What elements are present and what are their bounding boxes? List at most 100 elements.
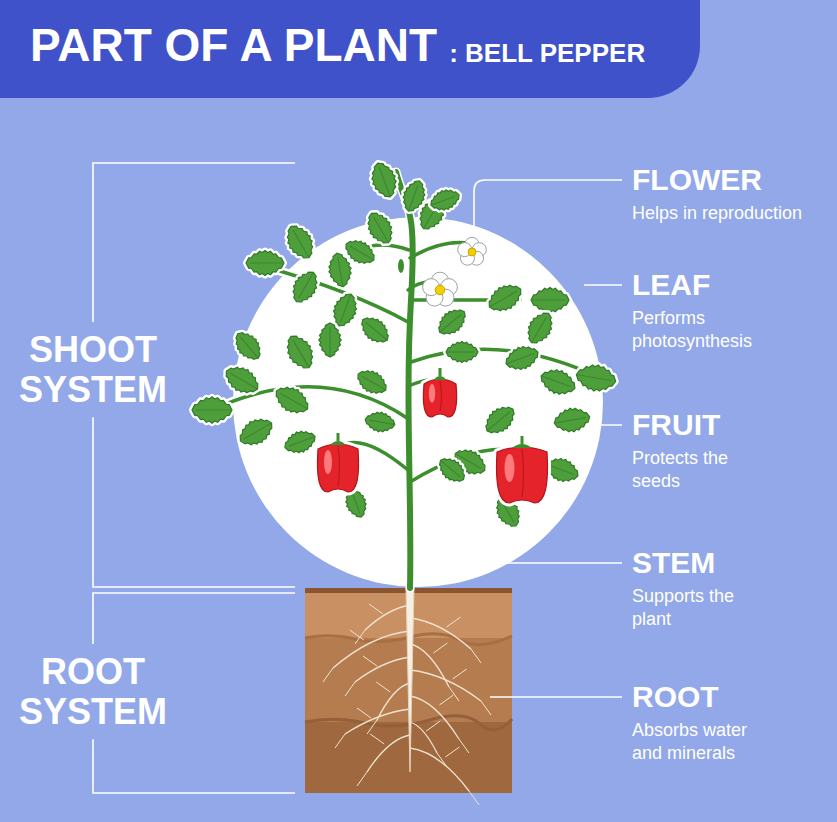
leaf: [220, 361, 263, 400]
leaf-outline: [319, 323, 341, 357]
backdrop-circle: [233, 217, 603, 587]
root-leader: [490, 696, 622, 698]
leaf-outline: [341, 235, 379, 269]
pepper-lobe: [440, 381, 442, 411]
leaf-vein: [293, 230, 309, 258]
leaf-outline: [281, 330, 320, 373]
part-name: STEM: [632, 546, 832, 579]
leaf-blade: [367, 159, 402, 201]
root-hair: [369, 604, 383, 614]
leaf: [399, 177, 430, 214]
leaf-vein: [289, 437, 315, 447]
pepper-shine: [324, 450, 332, 474]
soil-block: [305, 588, 512, 793]
leaf-blade: [192, 397, 232, 423]
leaf: [574, 362, 618, 395]
lateral-root: [367, 735, 410, 772]
root-hair: [439, 695, 453, 705]
leaf-blade: [319, 323, 341, 357]
leaf-outline: [287, 267, 323, 308]
leaf-blade: [281, 220, 320, 263]
flower-centre: [468, 248, 476, 256]
leaf-blade: [246, 250, 284, 275]
root-hair: [459, 739, 469, 753]
leaf-blade: [428, 186, 463, 215]
part-function: Performs photosynthesis: [632, 307, 777, 354]
lateral-root: [410, 670, 481, 701]
root-hair: [481, 701, 491, 715]
leaf-vein: [379, 167, 390, 197]
leaf-vein: [541, 376, 571, 387]
leaf: [522, 308, 558, 349]
leaf-outline: [281, 427, 318, 458]
stem-outline: [410, 243, 472, 258]
root-hair: [453, 669, 467, 679]
root-hair: [367, 720, 377, 734]
leaf: [434, 453, 470, 487]
leaf-outline: [234, 413, 277, 452]
leaf-blade: [446, 341, 478, 362]
leaf-outline: [502, 342, 542, 375]
leaf-vein: [338, 257, 343, 287]
bell-pepper: [423, 368, 456, 417]
leaf-blade: [531, 287, 569, 312]
lateral-root: [410, 748, 469, 791]
leaf: [341, 235, 379, 269]
leaf-outline: [537, 365, 579, 400]
leaf-outline: [367, 159, 402, 201]
leader-lines: [418, 180, 622, 697]
pepper-body: [423, 379, 456, 417]
root-hair: [445, 747, 459, 757]
leaf-vein: [532, 317, 547, 343]
main-stem: [396, 172, 413, 588]
lateral-root: [410, 618, 471, 649]
pepper-outline: [317, 444, 358, 492]
leaf: [281, 220, 320, 263]
part-function: Helps in reproduction: [632, 202, 832, 225]
pepper-shine: [429, 384, 435, 403]
bell-pepper: [317, 433, 358, 492]
leaf-vein: [576, 375, 611, 381]
leaf-blade: [480, 400, 520, 439]
leaf-outline: [220, 361, 263, 400]
root-hair: [363, 656, 377, 666]
root-hair: [447, 617, 461, 627]
leaf: [246, 250, 284, 275]
pepper-body: [317, 444, 358, 492]
soil-mid: [305, 588, 512, 793]
part-name: FLOWER: [632, 163, 832, 196]
lateral-root: [355, 657, 410, 682]
lateral-root: [345, 709, 410, 734]
root-hair: [426, 721, 440, 731]
root-hair: [357, 772, 367, 786]
leaf-blade: [353, 365, 391, 399]
leaf-vein: [446, 351, 474, 352]
leaf-blade: [433, 304, 471, 341]
leaf-vein: [554, 418, 586, 424]
leaf-vein: [487, 412, 510, 431]
pepper-cap: [512, 444, 532, 448]
pepper-flower: [423, 272, 458, 306]
stem-outline: [396, 172, 413, 588]
lateral-root: [365, 605, 410, 630]
leaf-vein: [196, 409, 232, 410]
leaf: [483, 279, 526, 318]
leaf-vein: [531, 299, 565, 300]
lateral-root: [410, 644, 449, 687]
pepper-cap: [330, 441, 346, 445]
part-function: Protects the seeds: [632, 447, 762, 494]
title-suffix: : BELL PEPPER: [449, 39, 645, 68]
part-name: LEAF: [632, 268, 832, 301]
leaf-outline: [353, 365, 391, 399]
lateral-root: [333, 631, 410, 668]
leaf-blade: [281, 330, 320, 373]
root-hair: [449, 687, 459, 701]
part-function: Absorbs water and minerals: [632, 719, 772, 766]
leaf-vein: [280, 393, 308, 409]
leaf-vein: [362, 376, 386, 390]
leaf-vein: [299, 272, 314, 298]
pepper-outline: [423, 379, 456, 417]
root-hair: [345, 682, 355, 696]
leaf-vein: [329, 327, 330, 357]
leaf: [230, 327, 267, 365]
